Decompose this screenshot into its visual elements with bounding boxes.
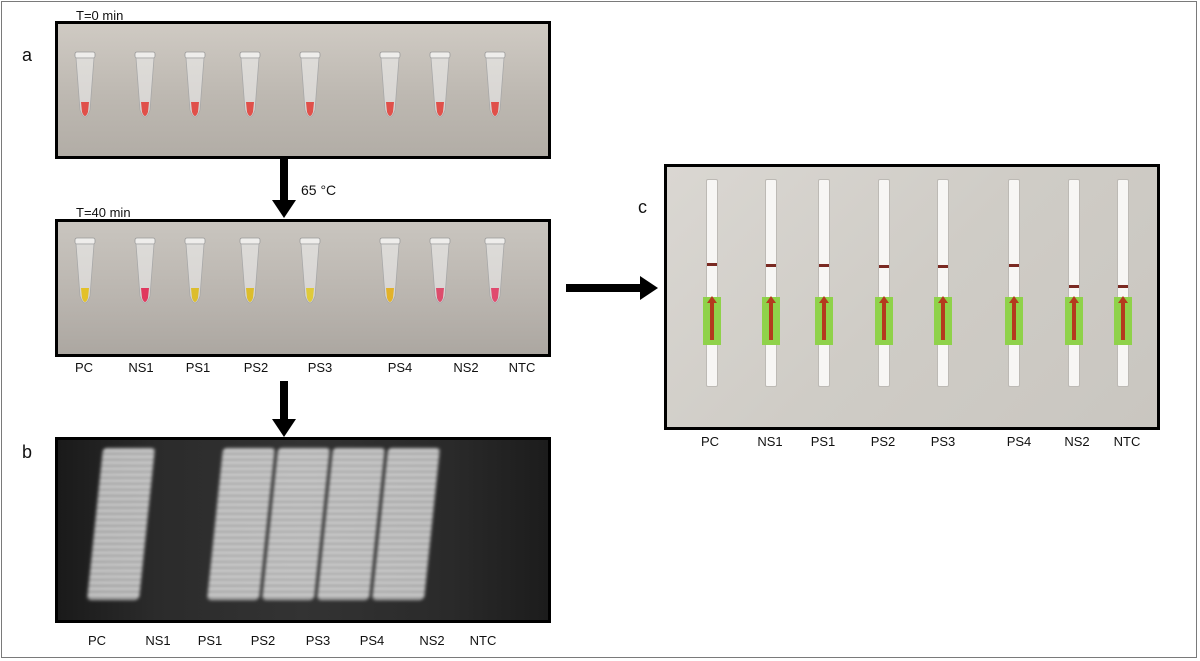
flow-arrow-icon — [938, 296, 948, 340]
test-strip — [815, 179, 833, 387]
strip-line — [819, 264, 829, 267]
sample-tube — [238, 237, 262, 310]
sample-tube — [428, 237, 452, 310]
sample-label: PS4 — [1006, 434, 1032, 449]
time-label-start: T=0 min — [76, 8, 124, 23]
sample-tube — [298, 51, 322, 124]
sample-tube — [133, 237, 157, 310]
test-strip — [1065, 179, 1083, 387]
sample-label: PS4 — [359, 633, 385, 648]
gel-electrophoresis-photo — [55, 437, 551, 623]
sample-label: PC — [700, 434, 720, 449]
time-label-end: T=40 min — [76, 205, 131, 220]
sample-tube — [133, 51, 157, 124]
sample-label: PS3 — [930, 434, 956, 449]
sample-tube — [73, 237, 97, 310]
temperature-label: 65 °C — [301, 182, 337, 198]
sample-label: NTC — [508, 360, 536, 375]
test-strip — [1114, 179, 1132, 387]
lateral-flow-strips-photo — [664, 164, 1160, 430]
sample-tube — [428, 51, 452, 124]
test-strip — [875, 179, 893, 387]
sample-tube — [183, 51, 207, 124]
flow-arrow-icon — [879, 296, 889, 340]
flow-arrow-icon — [1069, 296, 1079, 340]
sample-tube — [183, 237, 207, 310]
sample-label: PS1 — [810, 434, 836, 449]
sample-label: NS1 — [145, 633, 171, 648]
test-strip — [703, 179, 721, 387]
strip-line — [707, 263, 717, 266]
sample-tube — [238, 51, 262, 124]
sample-label: PS2 — [250, 633, 276, 648]
test-strip — [934, 179, 952, 387]
flow-arrow-icon — [1009, 296, 1019, 340]
sample-label: PS3 — [305, 633, 331, 648]
sample-label: NS2 — [453, 360, 479, 375]
tubes-photo-end — [55, 219, 551, 357]
sample-label: PS1 — [197, 633, 223, 648]
panel-letter-c: c — [638, 197, 647, 217]
strip-line — [1009, 264, 1019, 267]
sample-tube — [73, 51, 97, 124]
sample-label: PS1 — [185, 360, 211, 375]
down-arrow-icon — [272, 381, 296, 437]
sample-tube — [298, 237, 322, 310]
panel-letter-b: b — [22, 442, 33, 462]
flow-arrow-icon — [766, 296, 776, 340]
sample-label: PS4 — [387, 360, 413, 375]
down-arrow-icon — [272, 158, 296, 218]
gel-lane — [87, 448, 155, 600]
right-arrow-icon — [566, 276, 658, 300]
sample-label: PS2 — [243, 360, 269, 375]
sample-tube — [483, 237, 507, 310]
sample-label: PS2 — [870, 434, 896, 449]
tubes-photo-start — [55, 21, 551, 159]
sample-tube — [378, 237, 402, 310]
sample-tube — [378, 51, 402, 124]
sample-label: NS1 — [757, 434, 783, 449]
test-strip — [762, 179, 780, 387]
strip-line — [938, 265, 948, 268]
sample-label: PC — [74, 360, 94, 375]
panel-letter-a: a — [22, 45, 33, 65]
sample-label: NS1 — [128, 360, 154, 375]
flow-arrow-icon — [1118, 296, 1128, 340]
sample-tube — [483, 51, 507, 124]
sample-label: NTC — [1113, 434, 1141, 449]
flow-arrow-icon — [707, 296, 717, 340]
strip-line — [1118, 285, 1128, 288]
strip-line — [1069, 285, 1079, 288]
sample-label: NTC — [469, 633, 497, 648]
sample-label: PS3 — [307, 360, 333, 375]
flow-arrow-icon — [819, 296, 829, 340]
strip-line — [879, 265, 889, 268]
strip-line — [766, 264, 776, 267]
sample-label: NS2 — [419, 633, 445, 648]
sample-label: NS2 — [1064, 434, 1090, 449]
sample-label: PC — [87, 633, 107, 648]
test-strip — [1005, 179, 1023, 387]
